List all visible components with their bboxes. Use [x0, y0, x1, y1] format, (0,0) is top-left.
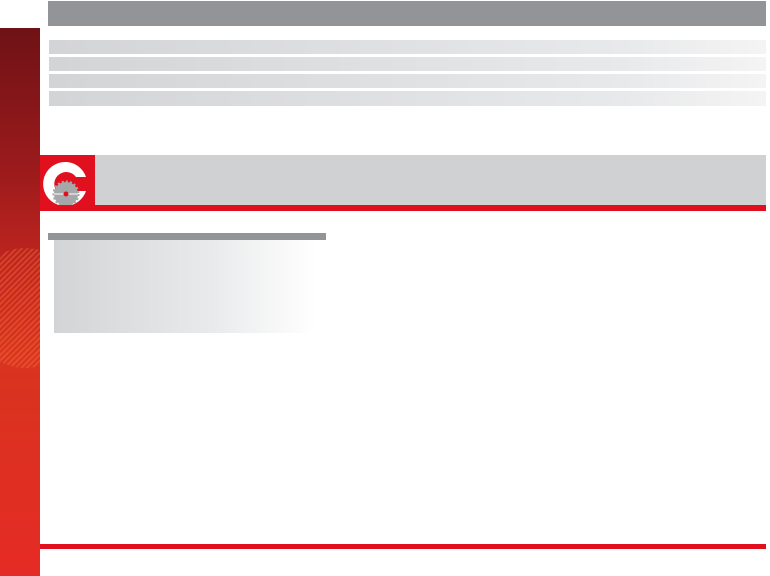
content-row	[49, 57, 766, 71]
side-decoration	[0, 28, 40, 576]
c-gear-logo-icon	[40, 155, 95, 211]
subsection-box	[54, 240, 316, 333]
section-header-band	[95, 155, 766, 205]
content-row	[49, 40, 766, 54]
header-divider	[40, 205, 766, 211]
title-bar	[48, 1, 766, 26]
footer-divider	[40, 544, 766, 549]
content-row	[49, 91, 766, 106]
content-row	[49, 74, 766, 88]
subsection-bar	[48, 233, 326, 240]
